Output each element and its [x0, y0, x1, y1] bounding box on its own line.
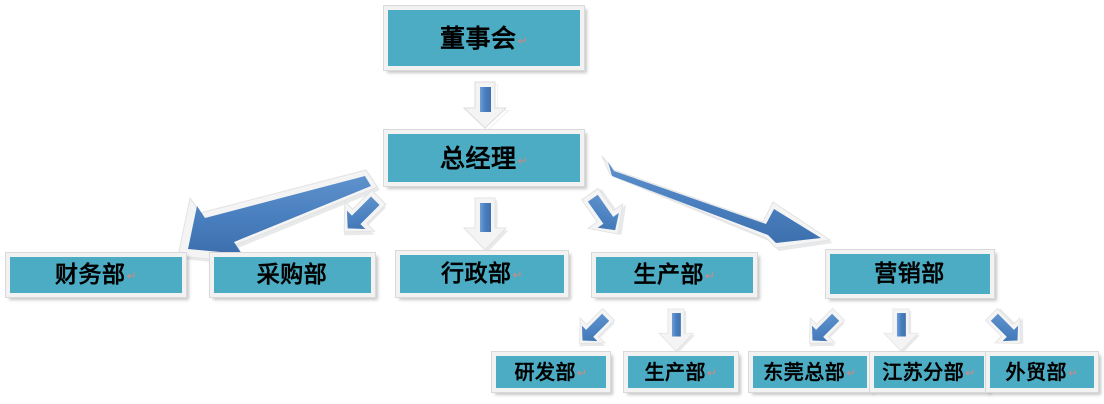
node-marketing[interactable]: 营销部 [825, 249, 995, 299]
arrow-marketing-to-jiangsu-branch [880, 307, 922, 354]
pilcrow-mark: ↵ [517, 33, 529, 48]
node-rnd-label: 研发部↵ [514, 360, 588, 384]
node-finance-label: 财务部↵ [54, 261, 138, 288]
node-jiangsu-branch-label: 江苏分部↵ [882, 360, 976, 384]
node-production-sub[interactable]: 生产部↵ [623, 351, 739, 393]
pilcrow-mark: ↵ [126, 268, 138, 283]
node-production-label: 生产部↵ [633, 261, 716, 288]
node-marketing-label: 营销部 [874, 260, 945, 287]
arrow-general-manager-to-purchasing [328, 186, 390, 248]
arrow-general-manager-to-marketing [598, 152, 838, 252]
node-jiangsu-branch[interactable]: 江苏分部↵ [869, 351, 989, 393]
pilcrow-mark: ↵ [512, 267, 524, 282]
node-general-manager-label: 总经理↵ [439, 143, 529, 173]
pilcrow-mark: ↵ [1067, 366, 1079, 381]
node-board-label: 董事会↵ [439, 23, 529, 53]
node-production-sub-label: 生产部↵ [644, 360, 718, 384]
node-purchasing-label: 采购部 [256, 261, 328, 288]
node-production[interactable]: 生产部↵ [591, 252, 758, 298]
pilcrow-mark: ↵ [846, 366, 857, 381]
arrow-production-to-rnd [566, 305, 618, 357]
pilcrow-mark: ↵ [706, 366, 718, 381]
arrow-production-to-production-sub [655, 307, 697, 354]
node-administration-label: 行政部↵ [440, 260, 524, 287]
node-dongguan-hq-label: 东莞总部↵ [763, 360, 857, 384]
arrow-general-manager-to-production [575, 186, 637, 248]
node-administration[interactable]: 行政部↵ [395, 250, 569, 298]
arrow-marketing-to-dongguan-hq [796, 305, 848, 357]
node-finance[interactable]: 财务部↵ [5, 252, 187, 298]
arrow-marketing-to-foreign-trade [982, 305, 1034, 357]
node-board[interactable]: 董事会↵ [383, 5, 585, 71]
pilcrow-mark: ↵ [704, 268, 716, 283]
arrow-general-manager-to-administration [459, 196, 511, 253]
arrow-general-manager-to-finance [168, 169, 380, 265]
node-general-manager[interactable]: 总经理↵ [383, 129, 585, 187]
node-purchasing[interactable]: 采购部 [209, 252, 376, 298]
pilcrow-mark: ↵ [965, 366, 976, 381]
arrow-board-to-general-manager [459, 78, 511, 132]
pilcrow-mark: ↵ [517, 153, 529, 168]
node-foreign-trade-label: 外贸部↵ [1005, 360, 1079, 384]
pilcrow-mark: ↵ [576, 366, 588, 381]
node-rnd[interactable]: 研发部↵ [491, 351, 611, 393]
node-foreign-trade[interactable]: 外贸部↵ [985, 351, 1099, 393]
node-dongguan-hq[interactable]: 东莞总部↵ [748, 351, 872, 393]
